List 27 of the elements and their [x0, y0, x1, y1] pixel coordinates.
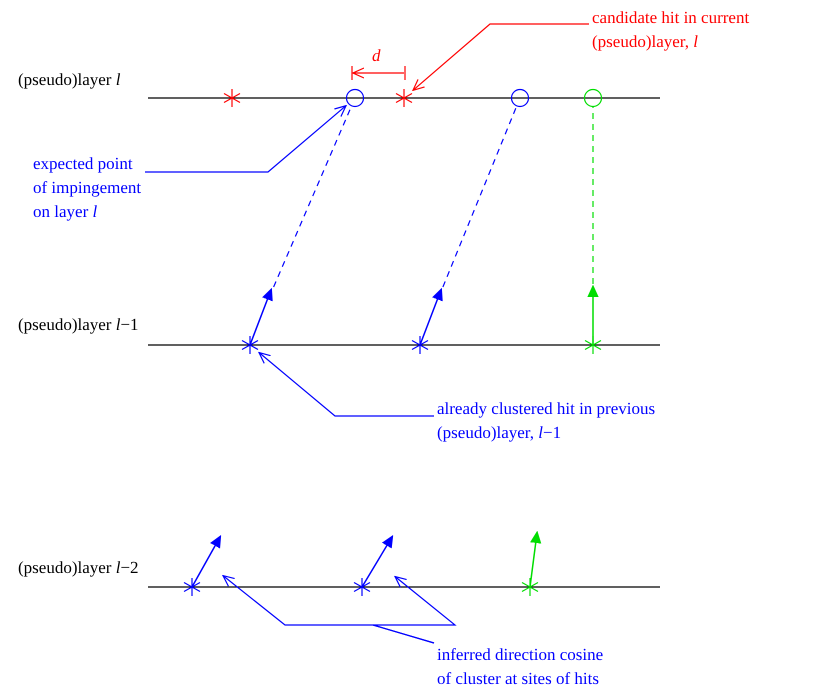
hit-marker	[584, 89, 602, 107]
layer-label: (pseudo)layer l−1	[18, 314, 139, 336]
callout-text: inferred direction cosine of cluster at sites of hits	[437, 643, 617, 689]
hit-marker	[346, 89, 364, 107]
hit-marker	[183, 578, 201, 596]
projection-line	[592, 107, 594, 284]
hit-marker	[521, 578, 539, 596]
layer-label: (pseudo)layer l	[18, 69, 120, 91]
projection-line	[273, 106, 352, 288]
direction-arrow	[590, 284, 596, 348]
hit-marker	[223, 89, 241, 107]
projection-line	[442, 106, 517, 288]
leader-line	[258, 352, 434, 417]
dimension-label: d	[372, 45, 380, 67]
layer-label: (pseudo)layer l−2	[18, 557, 139, 579]
hit-marker	[395, 89, 413, 107]
hit-marker	[353, 578, 371, 596]
leader-line	[145, 105, 347, 173]
hit-marker	[411, 336, 429, 354]
leader-line	[372, 576, 457, 644]
callout-text: expected point of impingement on layer l	[33, 152, 142, 224]
direction-arrow	[417, 287, 444, 348]
leader-line	[412, 23, 589, 91]
callout-text: candidate hit in current (pseudo)layer, l	[592, 6, 792, 54]
hit-marker	[241, 336, 259, 354]
callout-text: already clustered hit in previous (pseudo)layer, l−1	[437, 397, 677, 445]
hit-marker	[511, 89, 529, 107]
